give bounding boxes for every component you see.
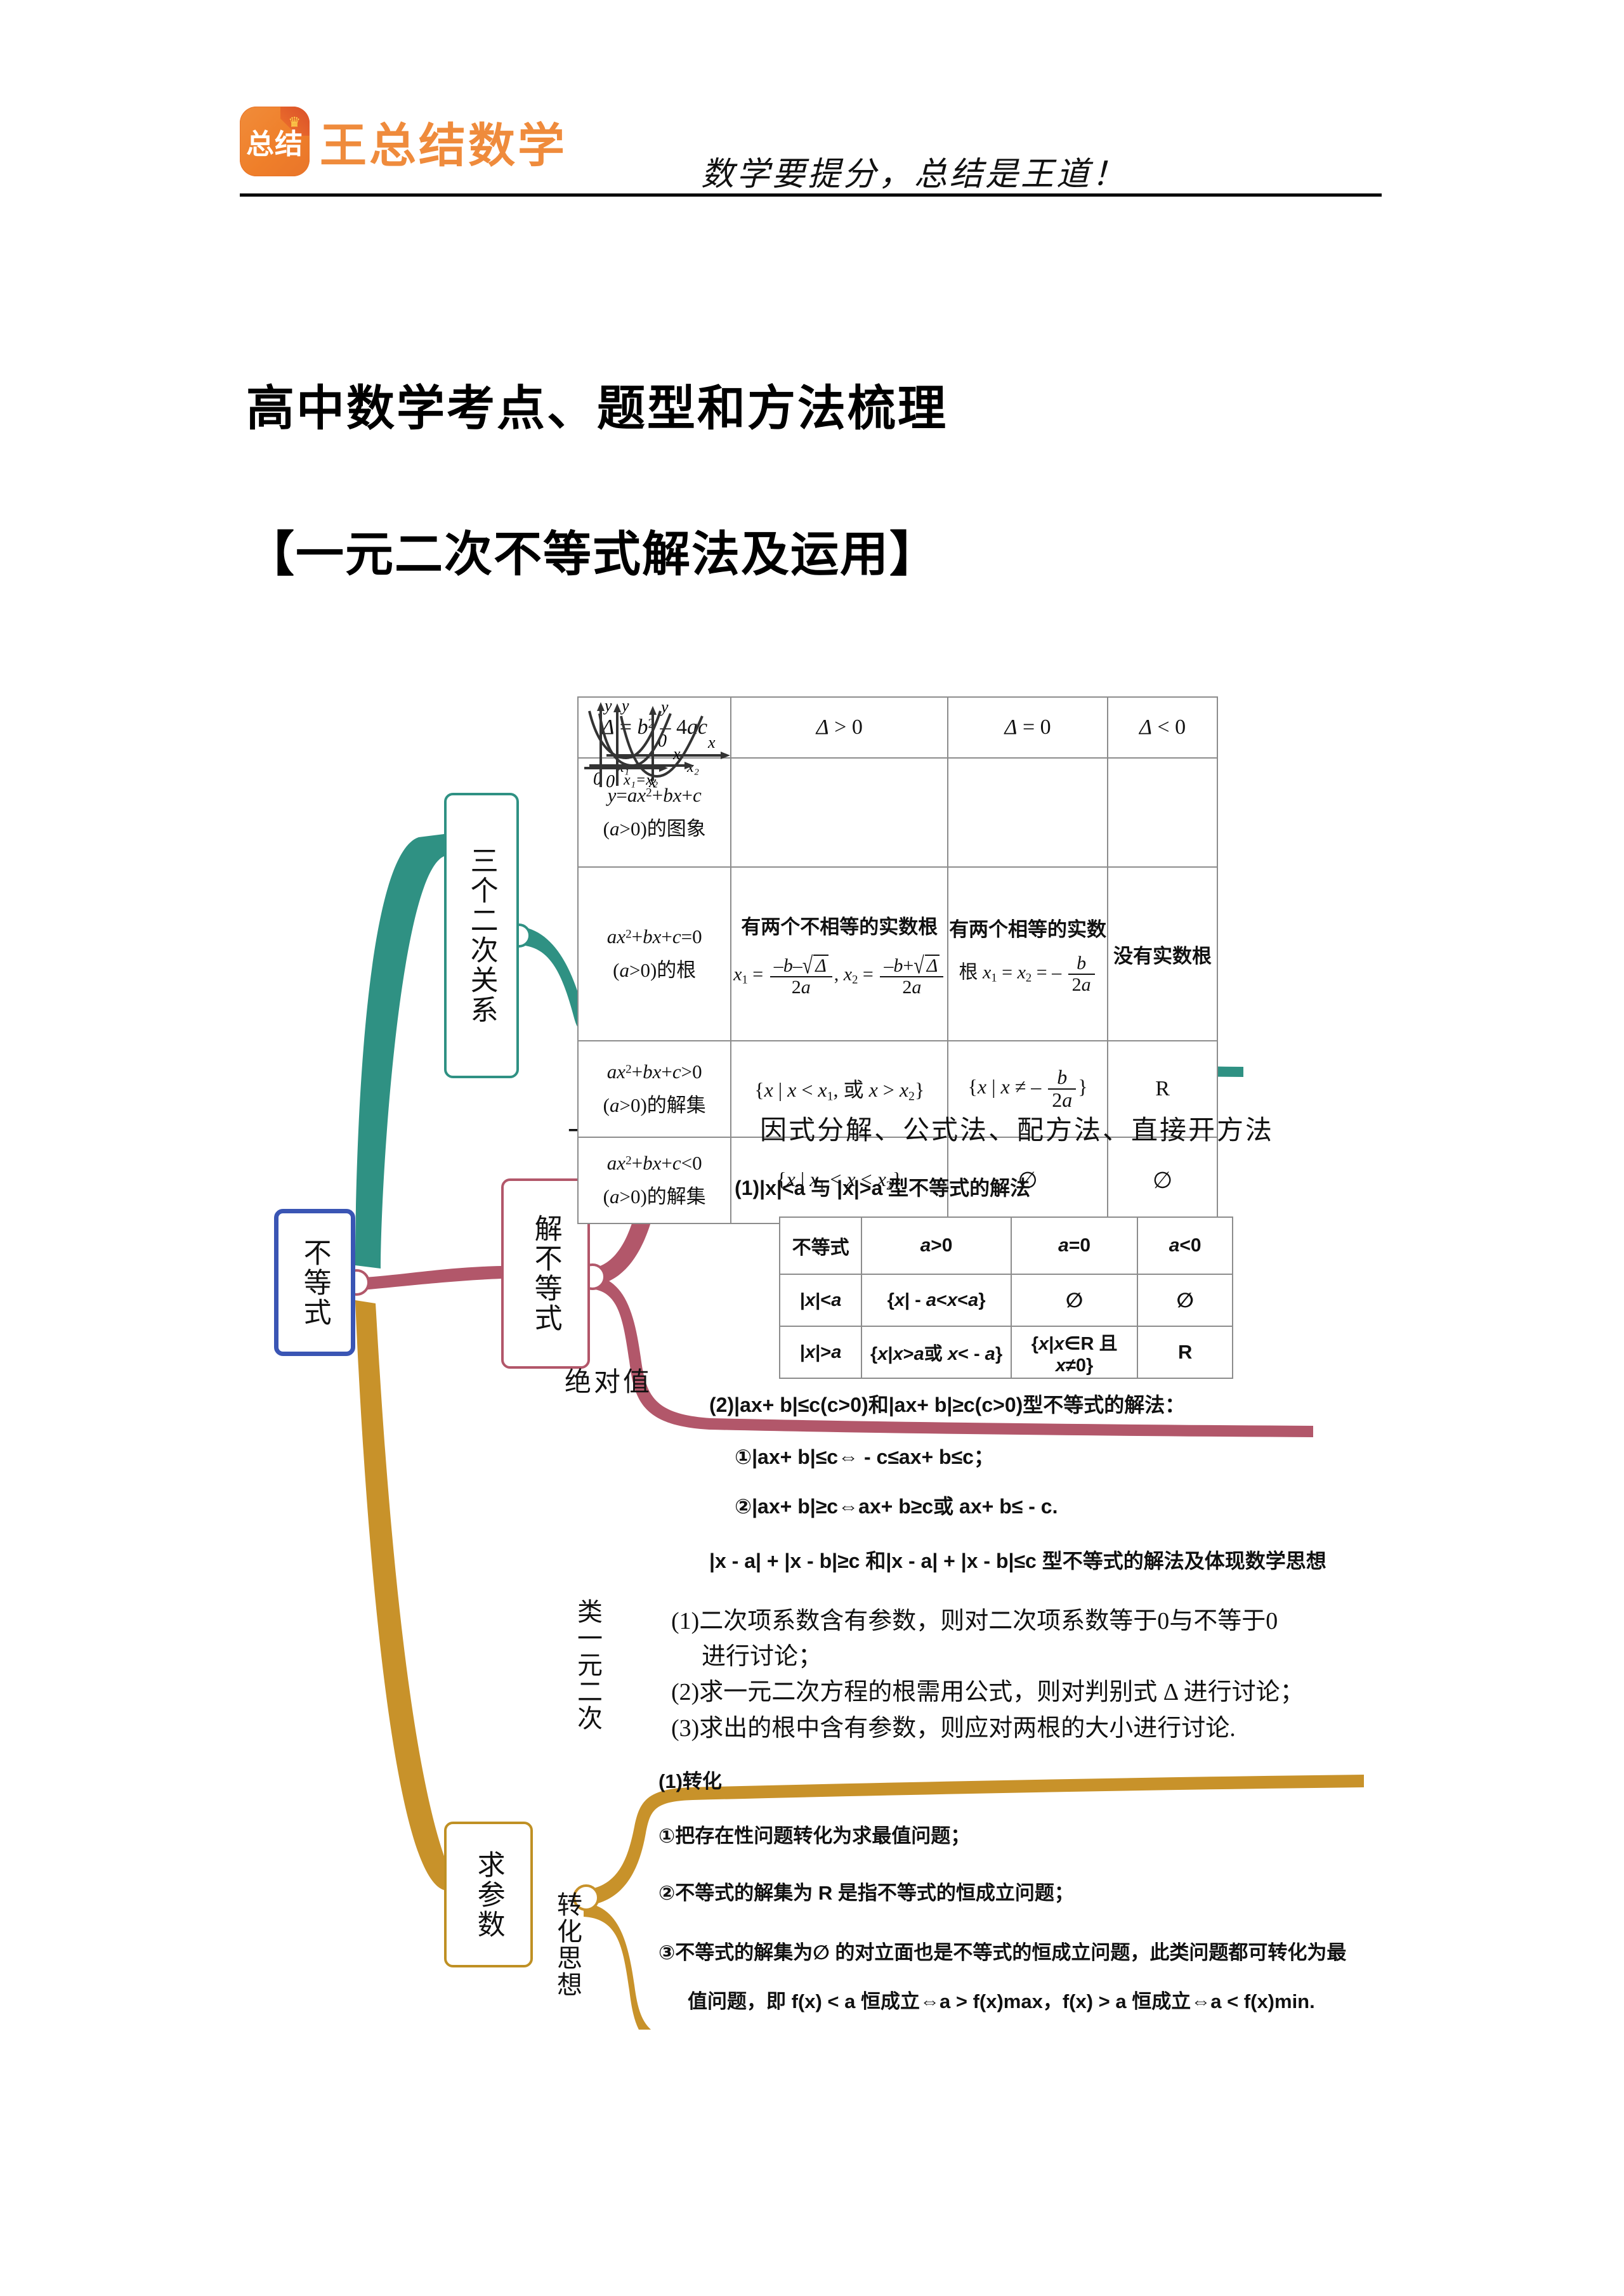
cell-abs-header-a-zero: a=0	[1010, 1216, 1139, 1275]
crown-icon: ♛	[288, 114, 301, 130]
quadratic-relations-table: Δ = b2 – 4ac Δ > 0 Δ = 0 Δ < 0 y=ax2+bx+…	[577, 696, 1218, 1224]
svg-text:x: x	[707, 733, 716, 752]
cell-abs-header-ineq: 不等式	[778, 1216, 863, 1275]
brand-logo: ♛ 总结 王总结数学	[240, 107, 567, 176]
cell-abs-row2-a-zero: {x|x∈R 且 x≠0}	[1010, 1326, 1139, 1379]
mindmap-node-find-parameter-label: 求参数	[473, 1849, 504, 1940]
transformation-item-1: ①把存在性问题转化为求最值问题；	[658, 1824, 971, 1847]
absolute-value-heading-1: (1)|x|<a 与 |x|>a 型不等式的解法	[735, 1177, 1031, 1199]
parameter-discussion-line-3: (2)求一元二次方程的根需用公式，则对判别式 Δ 进行讨论；	[671, 1679, 1304, 1706]
page-title: 高中数学考点、题型和方法梳理	[246, 382, 948, 436]
absolute-value-heading-2: (2)|ax+ b|≤c(c>0)和|ax+ b|≥c(c>0)型不等式的解法：	[709, 1393, 1186, 1416]
branch-label-transform-thinking: 转化思想	[553, 1891, 582, 1998]
mindmap-node-three-quadratic-label: 三个二次关系	[466, 846, 497, 1025]
cell-label-lt-zero: ax2+bx+c<0 (a>0)的解集	[577, 1137, 732, 1224]
cell-abs-row2-a-neg: R	[1137, 1326, 1233, 1379]
cell-set-lt-delta-neg: ∅	[1107, 1137, 1218, 1224]
transformation-item-2: ②不等式的解集为 R 是指不等式的恒成立问题；	[658, 1881, 1074, 1904]
transformation-heading: (1)转化	[658, 1770, 722, 1792]
parameter-discussion-line-2: 进行讨论；	[702, 1643, 823, 1671]
cell-set-lt-delta-zero: ∅	[947, 1137, 1109, 1224]
mindmap-canvas: 不等式 三个二次关系 解不等式 求参数 一元二次 绝对值 类一元二次 转化思想 …	[0, 666, 1624, 2030]
svg-text:x: x	[672, 745, 681, 763]
svg-text:x₂: x₂	[686, 759, 699, 776]
table-row: 不等式 a>0 a=0 a<0	[778, 1216, 1233, 1275]
parameter-discussion-block: (1)二次项系数含有参数，则对二次项系数等于0与不等于0 进行讨论； (2)求一…	[671, 1603, 1304, 1746]
header-divider	[240, 193, 1382, 197]
cell-abs-header-a-pos: a>0	[861, 1216, 1012, 1275]
table-row: Δ = b2 – 4ac Δ > 0 Δ = 0 Δ < 0	[577, 696, 1218, 759]
cell-abs-row1-label: |x|<a	[778, 1274, 863, 1327]
svg-text:x₁=x₂: x₁=x₂	[623, 772, 658, 788]
cell-abs-row2-a-pos: {x|x>a或 x< - a}	[861, 1326, 1012, 1379]
cell-abs-row1-a-neg: ∅	[1137, 1274, 1233, 1327]
mindmap-node-solve-inequality[interactable]: 解不等式	[501, 1178, 590, 1369]
mindmap-node-find-parameter[interactable]: 求参数	[444, 1822, 533, 1967]
transformation-block: (1)转化 ①把存在性问题转化为求最值问题； ②不等式的解集为 R 是指不等式的…	[658, 1768, 1346, 2015]
cell-set-lt-delta-pos: {x | x1 < x < x2}	[730, 1137, 949, 1224]
table-row: |x|<a {x| - a<x<a} ∅ ∅	[778, 1274, 1233, 1327]
cell-graph-delta-zero: y x 0 x₁=x₂	[589, 697, 1109, 868]
logo-badge-icon: ♛ 总结	[240, 107, 310, 176]
page-subtitle: 【一元二次不等式解法及运用】	[246, 528, 939, 582]
transformation-item-3: ③不等式的解集为∅ 的对立面也是不等式的恒成立问题，此类问题都可转化为最	[658, 1941, 1347, 1964]
cell-abs-row1-a-zero: ∅	[1010, 1274, 1139, 1327]
logo-badge-label: 总结	[246, 129, 303, 160]
svg-text:x: x	[648, 773, 657, 791]
mindmap-node-root-label: 不等式	[299, 1237, 331, 1327]
branch-label-absolute-value: 绝对值	[565, 1368, 653, 1397]
logo-wordmark: 王总结数学	[320, 119, 567, 172]
svg-text:y: y	[620, 697, 629, 715]
svg-text:0: 0	[606, 772, 615, 792]
mindmap-node-solve-inequality-label: 解不等式	[530, 1214, 561, 1333]
page-header: ♛ 总结 王总结数学 数学要提分，总结是王道！	[0, 0, 1624, 209]
cell-graph-delta-neg: y x 0	[584, 697, 1218, 868]
cell-header-delta-zero: Δ = 0	[947, 696, 1109, 759]
cell-header-delta-pos: Δ > 0	[730, 696, 949, 759]
absolute-value-item-1: ①|ax+ b|≤c⇔ - c≤ax+ b≤c；	[735, 1445, 994, 1468]
cell-label-gt-zero: ax2+bx+c>0 (a>0)的解集	[577, 1040, 732, 1138]
brand-tagline: 数学要提分，总结是王道！	[701, 157, 1128, 193]
mindmap-node-root[interactable]: 不等式	[274, 1209, 355, 1356]
table-row: ax2+bx+c=0 (a>0)的根 有两个不相等的实数根 x1 = –b–√Δ…	[577, 866, 1218, 1041]
logo-corner-fold-icon	[280, 107, 310, 136]
methods-line: 因式分解、公式法、配方法、直接开方法	[760, 1116, 1274, 1145]
absolute-value-item-2: ②|ax+ b|≥c⇔ax+ b≥c或 ax+ b≤ - c.	[735, 1495, 1058, 1518]
absolute-value-item-3: |x - a| + |x - b|≥c 和|x - a| + |x - b|≤c…	[709, 1549, 1326, 1572]
cell-abs-row2-label: |x|>a	[778, 1326, 863, 1379]
parameter-discussion-line-4: (3)求出的根中含有参数，则应对两根的大小进行讨论.	[671, 1714, 1236, 1742]
mindmap-node-three-quadratic[interactable]: 三个二次关系	[444, 793, 519, 1078]
parabola-no-root-icon: y x 0	[584, 697, 668, 792]
cell-label-roots: ax2+bx+c=0 (a>0)的根	[577, 866, 732, 1041]
table-row: y=ax2+bx+c (a>0)的图象 0 y x x₁ x₂	[577, 697, 1218, 868]
table-row: ax2+bx+c<0 (a>0)的解集 {x | x1 < x < x2} ∅ …	[577, 1137, 1218, 1224]
parameter-discussion-line-1: (1)二次项系数含有参数，则对二次项系数等于0与不等于0	[671, 1608, 1278, 1634]
cell-set-gt-delta-pos: {x | x < x1, 或 x > x2}	[730, 1040, 949, 1138]
cell-header-delta-neg: Δ < 0	[1107, 696, 1218, 759]
absolute-value-table: 不等式 a>0 a=0 a<0 |x|<a {x| - a<x<a} ∅ ∅ |…	[778, 1216, 1233, 1379]
cell-abs-header-a-neg: a<0	[1137, 1216, 1233, 1275]
cell-set-gt-delta-neg: R	[1107, 1040, 1218, 1138]
parabola-one-root-icon: y x 0 x₁=x₂	[589, 697, 694, 789]
cell-graph-delta-pos: 0 y x x₁ x₂	[606, 698, 949, 868]
table-row: |x|>a {x|x>a或 x< - a} {x|x∈R 且 x≠0} R	[778, 1326, 1233, 1379]
cell-roots-delta-neg: 没有实数根	[1107, 866, 1218, 1041]
transformation-item-4: 值问题，即 f(x) < a 恒成立⇔a > f(x)max，f(x) > a …	[688, 1990, 1315, 2013]
svg-text:y: y	[603, 697, 612, 715]
table-row: ax2+bx+c>0 (a>0)的解集 {x | x < x1, 或 x > x…	[577, 1040, 1218, 1138]
cell-abs-row1-a-pos: {x| - a<x<a}	[861, 1274, 1012, 1327]
branch-label-quasi-quadratic: 类一元二次	[573, 1598, 602, 1732]
